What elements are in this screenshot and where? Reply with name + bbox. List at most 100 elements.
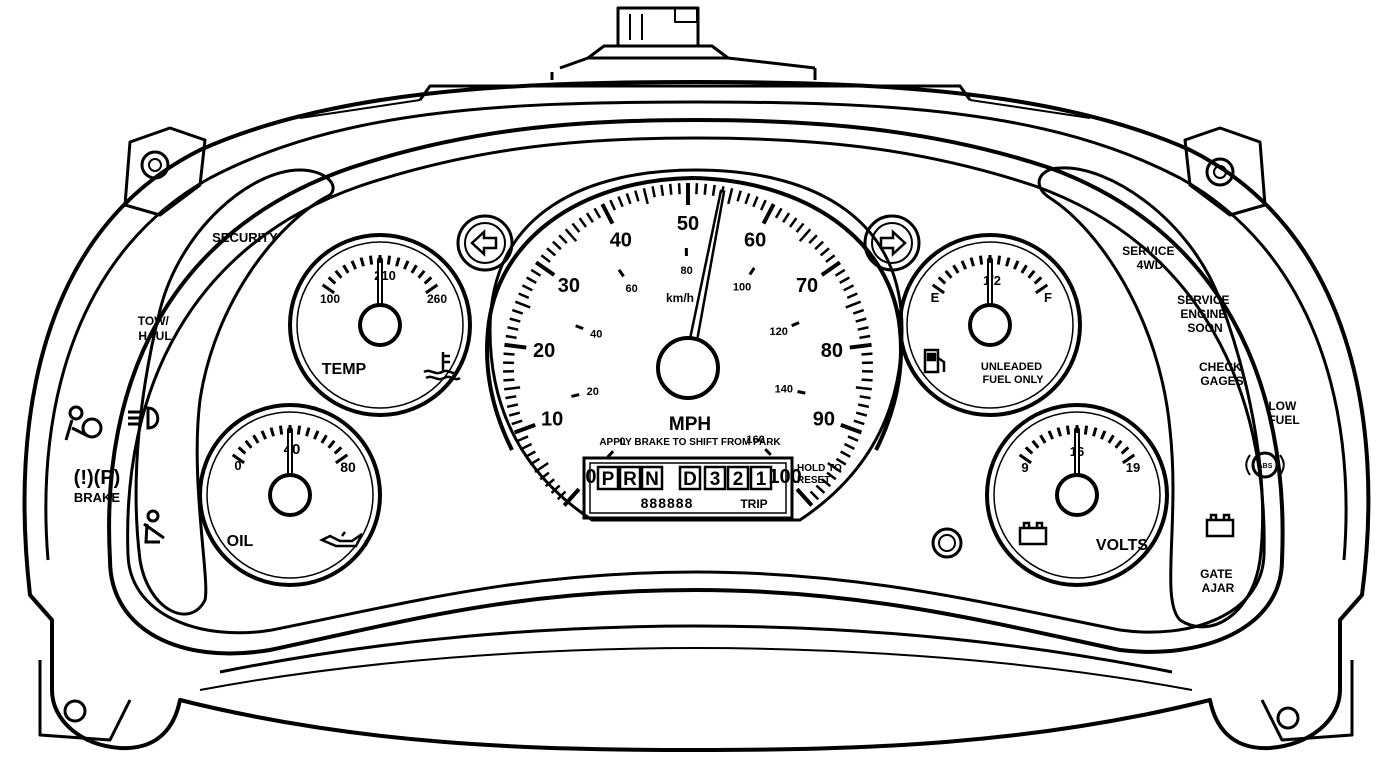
gear-P: P [602,469,615,490]
right-arrow-icon [879,229,907,257]
gear-2: 2 [733,469,744,490]
speedo-tick [642,188,649,205]
speedo-tick [853,419,865,426]
speedo-tick [847,435,859,442]
speedo-kmh-label: 80 [681,265,693,277]
left-telltale-window [134,168,335,616]
speedo-tick [518,292,530,300]
speedo-tick [795,222,805,233]
speedo-tick [539,471,550,481]
volt-tick [1024,446,1034,455]
fuel-gauge: E 1/2 F UNLEADED FUEL ONLY [898,233,1082,417]
speedo-tick [855,411,868,417]
speedo-tick [839,276,850,284]
oil-tick [237,446,247,455]
security-label: SECURITY [212,230,278,245]
headlamp-icon [128,406,160,430]
gear-R: R [623,469,637,490]
speedo-tick [835,457,847,466]
speedo-tick [529,457,541,466]
speedo-tick [505,334,517,340]
speedo-kmh-label: 20 [587,386,599,398]
volt-gauge: 9 16 19 VOLTS [985,403,1169,587]
oil-tick [327,439,336,449]
speedo-kmh-tick [606,450,615,459]
speedo-tick [852,308,865,315]
speedo-tick [798,228,812,243]
speedo-kmh-tick [797,390,806,395]
temp-tick [359,257,365,267]
left-telltales: SECURITY TOW/ HAUL (!)(P) BRAKE [64,230,278,544]
speedo-tick [504,342,527,350]
volt-tick-low: 9 [1021,460,1028,475]
speedo-tick [558,234,568,245]
speedo-kmh-tick [764,448,772,456]
oil-hub [268,473,312,517]
speedo-tick [525,450,536,458]
speedo-tick [668,183,673,195]
speedo-tick [556,490,567,501]
volt-battery-icon [1018,521,1048,546]
speedo-mph-label: 70 [796,275,818,297]
fuel-tick [937,276,947,285]
oil-tick [244,439,253,449]
trip-label: TRIP [740,497,767,511]
turn-left-indicator [456,214,514,272]
speedo-tick [846,292,858,300]
speedo-tick [517,435,529,442]
speedo-mph-label: 10 [541,409,563,431]
oil-tick-high: 80 [340,459,356,475]
speedo-mph-label: 40 [610,230,632,252]
speedo-tick [703,183,708,195]
fuel-tick [1033,276,1043,285]
temp-tick [425,283,439,295]
speedo-tick [513,422,536,435]
seatbelt-icon [143,509,165,544]
volt-tick [1031,439,1040,449]
speedo-tick [521,284,533,292]
volt-tick [1114,439,1123,449]
volt-tick-ring [1018,425,1136,465]
speedo-kmh-label: 140 [775,384,793,396]
speedo-tick [534,260,556,277]
speedo-tick [508,411,521,417]
speedo-tick [509,317,521,323]
fuel-tick [944,269,953,279]
speedo-tick [843,442,855,450]
speedo-tick [857,326,869,331]
shift-note: APPLY BRAKE TO SHIFT FROM PARK [599,437,781,448]
speedo-tick [695,183,699,195]
speedo-tick [774,207,783,219]
fuel-label: UNLEADED FUEL ONLY [981,361,1045,386]
volt-tick [1100,430,1107,440]
temp-tick-low: 100 [320,292,340,306]
speedo-tick [634,190,640,202]
speedo-tick [617,196,624,208]
speedo-mph-label: 90 [813,409,835,431]
temp-tick [417,269,426,279]
speedo-tick [815,484,826,494]
outer-housing [22,80,1371,752]
fuel-tick [978,255,984,265]
volt-hub [1055,473,1099,517]
oil-tick [320,434,328,444]
speedo-kmh-tick [617,268,625,278]
mount-ear-bottom-left [38,660,132,742]
speedo-tick [761,203,776,225]
gear-box [678,465,702,491]
speedo-tick [550,484,561,494]
gear-box [596,465,620,491]
speedo-tick [534,461,549,474]
fuel-hub [968,303,1012,347]
speedo-tick [820,260,842,277]
speedo-tick [744,193,751,205]
temp-tick [395,257,401,267]
speedo-tick [849,342,872,350]
temp-tick [423,276,433,285]
speedo-tick [855,317,867,323]
speedo-tick-ring [503,183,873,507]
speedo-tick [503,378,515,382]
trip-reset-knob[interactable] [931,527,963,559]
right-telltale-window [1037,166,1265,629]
